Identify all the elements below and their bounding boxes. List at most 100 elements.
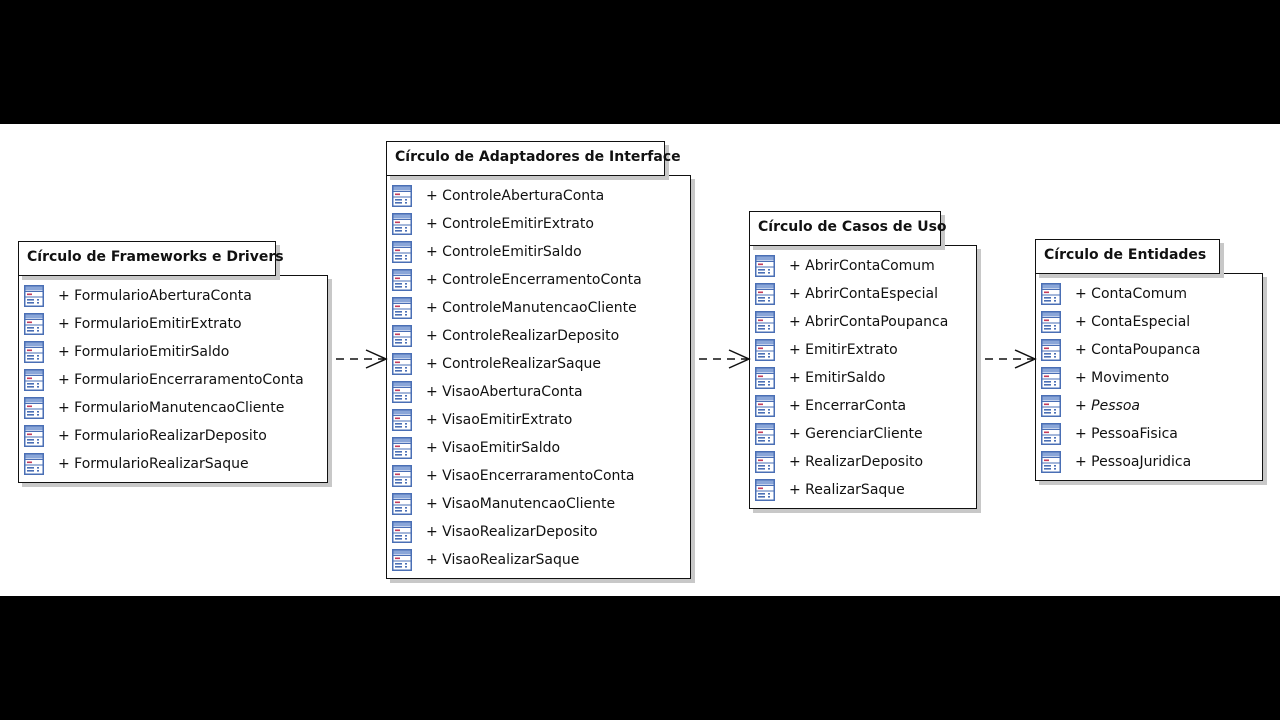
class-label: + ControleEmitirExtrato (426, 216, 594, 232)
class-item: + AbrirContaComum (755, 252, 976, 280)
package-entities: Círculo de Entidades + ContaComum + Conta… (1035, 239, 1263, 481)
class-label: + FormularioRealizarDeposito (58, 428, 267, 444)
class-item: + VisaoRealizarSaque (392, 546, 690, 574)
class-item: + PessoaJuridica (1041, 448, 1262, 476)
class-label: + Movimento (1075, 370, 1170, 386)
package-title: Círculo de Frameworks e Drivers (18, 241, 284, 276)
class-label: + ControleManutencaoCliente (426, 300, 637, 316)
class-icon (755, 311, 775, 333)
class-icon (755, 367, 775, 389)
class-icon (1041, 451, 1061, 473)
class-icon (392, 465, 412, 487)
class-icon (24, 341, 44, 363)
class-icon (755, 255, 775, 277)
class-item: + ControleManutencaoCliente (392, 294, 690, 322)
dependency-arrow (985, 349, 1037, 369)
package-use-cases: Círculo de Casos de Uso + AbrirContaComu… (749, 211, 977, 509)
class-label: + ControleRealizarDeposito (426, 328, 620, 344)
class-icon (392, 185, 412, 207)
package-body: + ControleAberturaConta + ControleEmitirE… (386, 175, 691, 579)
class-label: + ContaPoupanca (1075, 342, 1201, 358)
class-icon (392, 269, 412, 291)
class-icon (24, 369, 44, 391)
class-item: + ContaEspecial (1041, 308, 1262, 336)
class-label: + ControleAberturaConta (426, 188, 605, 204)
class-item: + FormularioAberturaConta (24, 282, 327, 310)
class-label: + FormularioAberturaConta (58, 288, 252, 304)
class-label: + RealizarSaque (789, 482, 905, 498)
class-item: + FormularioEmitirSaldo (24, 338, 327, 366)
class-icon (392, 381, 412, 403)
class-icon (392, 325, 412, 347)
class-item: + VisaoAberturaConta (392, 378, 690, 406)
class-icon (392, 493, 412, 515)
class-icon (1041, 395, 1061, 417)
class-label: + VisaoRealizarSaque (426, 552, 580, 568)
class-item: + RealizarDeposito (755, 448, 976, 476)
class-item: + EmitirExtrato (755, 336, 976, 364)
class-label: + EmitirExtrato (789, 342, 898, 358)
class-item: + Movimento (1041, 364, 1262, 392)
class-icon (1041, 423, 1061, 445)
class-item: + RealizarSaque (755, 476, 976, 504)
class-item: + AbrirContaEspecial (755, 280, 976, 308)
class-label: + VisaoEmitirSaldo (426, 440, 561, 456)
package-title: Círculo de Casos de Uso (749, 211, 947, 246)
class-icon (24, 313, 44, 335)
class-icon (392, 353, 412, 375)
class-label: + GerenciarCliente (789, 426, 923, 442)
dependency-arrow (336, 349, 388, 369)
class-item: + FormularioRealizarSaque (24, 450, 327, 478)
package-body: + AbrirContaComum + AbrirContaEspecial + A… (749, 245, 977, 509)
class-item: + ControleEmitirExtrato (392, 210, 690, 238)
class-item: + ControleEmitirSaldo (392, 238, 690, 266)
class-icon (392, 521, 412, 543)
class-item: + ContaPoupanca (1041, 336, 1262, 364)
class-label: + ContaEspecial (1075, 314, 1191, 330)
class-label: + AbrirContaEspecial (789, 286, 939, 302)
diagram-canvas: Círculo de Frameworks e Drivers + Formul… (0, 124, 1280, 596)
class-label: + VisaoAberturaConta (426, 384, 583, 400)
class-item: + FormularioManutencaoCliente (24, 394, 327, 422)
class-item: + FormularioEmitirExtrato (24, 310, 327, 338)
class-item: + VisaoEncerraramentoConta (392, 462, 690, 490)
class-label: + ControleEmitirSaldo (426, 244, 582, 260)
class-label: + FormularioEncerraramentoConta (58, 372, 304, 388)
class-item: + AbrirContaPoupanca (755, 308, 976, 336)
class-icon (755, 451, 775, 473)
class-icon (392, 549, 412, 571)
class-label: + FormularioEmitirSaldo (58, 344, 230, 360)
class-label: + AbrirContaComum (789, 258, 935, 274)
class-item: + ContaComum (1041, 280, 1262, 308)
class-label: + FormularioManutencaoCliente (58, 400, 285, 416)
package-title: Círculo de Adaptadores de Interface (386, 141, 681, 176)
class-label: + ContaComum (1075, 286, 1187, 302)
class-item: + Pessoa (1041, 392, 1262, 420)
class-icon (24, 397, 44, 419)
class-label: + FormularioRealizarSaque (58, 456, 249, 472)
class-icon (392, 241, 412, 263)
package-interface-adapters: Círculo de Adaptadores de Interface + Co… (386, 141, 691, 579)
class-label: + FormularioEmitirExtrato (58, 316, 242, 332)
class-label: + EmitirSaldo (789, 370, 886, 386)
class-icon (392, 297, 412, 319)
class-icon (24, 285, 44, 307)
package-frameworks-drivers: Círculo de Frameworks e Drivers + Formul… (18, 241, 328, 483)
class-label: + RealizarDeposito (789, 454, 924, 470)
class-item: + EmitirSaldo (755, 364, 976, 392)
class-icon (1041, 283, 1061, 305)
class-item: + EncerrarConta (755, 392, 976, 420)
class-item: + ControleAberturaConta (392, 182, 690, 210)
package-title: Círculo de Entidades (1035, 239, 1220, 274)
class-label: + ControleRealizarSaque (426, 356, 601, 372)
class-item: + ControleRealizarSaque (392, 350, 690, 378)
class-item: + VisaoEmitirSaldo (392, 434, 690, 462)
class-label: + VisaoManutencaoCliente (426, 496, 616, 512)
class-icon (755, 283, 775, 305)
class-label: + EncerrarConta (789, 398, 907, 414)
class-icon (24, 425, 44, 447)
class-icon (392, 409, 412, 431)
class-icon (755, 479, 775, 501)
class-icon (755, 395, 775, 417)
class-item: + PessoaFisica (1041, 420, 1262, 448)
